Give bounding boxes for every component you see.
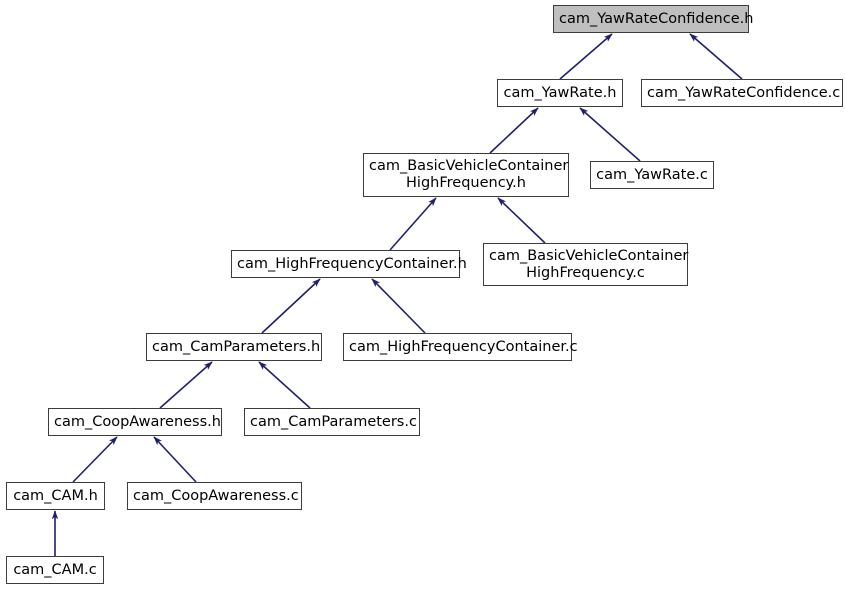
graph-node-label: cam_YawRate.h (503, 84, 617, 101)
graph-node-camparameters_h[interactable]: cam_CamParameters.h (146, 333, 322, 361)
graph-node-label: cam_YawRate.c (596, 166, 708, 183)
graph-node-hfc_c[interactable]: cam_HighFrequencyContainer.c (343, 333, 578, 361)
graph-node-label: cam_CamParameters.c (250, 413, 417, 430)
graph-node-cam_c[interactable]: cam_CAM.c (6, 556, 104, 584)
graph-node-label: cam_CamParameters.h (152, 338, 321, 355)
graph-node-label: cam_HighFrequencyContainer.c (349, 338, 578, 355)
graph-node-label: cam_HighFrequencyContainer.h (237, 255, 467, 272)
graph-node-hfc_h[interactable]: cam_HighFrequencyContainer.h (231, 250, 467, 278)
graph-edge-bvchf_h-to-yawrate_h (489, 107, 539, 154)
graph-edge-bvchf_c-to-bvchf_h (497, 197, 546, 244)
graph-node-label: cam_CAM.h (13, 487, 98, 504)
graph-node-yawrateconfidence_h[interactable]: cam_YawRateConfidence.h (553, 5, 754, 33)
graph-node-label: cam_CoopAwareness.c (133, 487, 299, 504)
graph-edge-camparameters_c-to-camparameters_h (258, 361, 311, 409)
graph-node-coopawareness_c[interactable]: cam_CoopAwareness.c (127, 482, 302, 510)
graph-edge-yawrate_c-to-yawrate_h (579, 107, 641, 162)
graph-node-label: cam_BasicVehicleContainer HighFrequency.… (489, 247, 689, 281)
graph-node-yawrate_h[interactable]: cam_YawRate.h (497, 79, 623, 107)
graph-node-camparameters_c[interactable]: cam_CamParameters.c (244, 408, 420, 436)
graph-node-cam_h[interactable]: cam_CAM.h (6, 482, 105, 510)
graph-edge-yawrate_h-to-yawrateconfidence_h (559, 33, 613, 80)
graph-node-label: cam_CAM.c (13, 561, 97, 578)
graph-edge-hfc_c-to-hfc_h (371, 278, 426, 334)
graph-node-coopawareness_h[interactable]: cam_CoopAwareness.h (48, 408, 222, 436)
graph-edge-coopawareness_h-to-camparameters_h (159, 361, 213, 409)
graph-edge-hfc_h-to-bvchf_h (389, 197, 437, 251)
graph-edge-cam_h-to-coopawareness_h (72, 436, 118, 483)
graph-node-bvchf_c[interactable]: cam_BasicVehicleContainer HighFrequency.… (483, 243, 688, 286)
graph-node-label: cam_CoopAwareness.h (54, 413, 221, 430)
graph-node-yawrate_c[interactable]: cam_YawRate.c (590, 161, 714, 189)
graph-node-label: cam_BasicVehicleContainer HighFrequency.… (369, 158, 569, 191)
graph-node-label: cam_YawRateConfidence.c (647, 84, 841, 101)
graph-node-label: cam_YawRateConfidence.h (559, 10, 754, 27)
graph-edge-camparameters_h-to-hfc_h (261, 278, 321, 334)
graph-edge-yawrateconfidence_c-to-yawrateconfidence_h (689, 33, 743, 80)
graph-edge-coopawareness_c-to-coopawareness_h (153, 436, 197, 483)
graph-node-yawrateconfidence_c[interactable]: cam_YawRateConfidence.c (641, 79, 843, 107)
graph-node-bvchf_h[interactable]: cam_BasicVehicleContainer HighFrequency.… (363, 153, 569, 197)
